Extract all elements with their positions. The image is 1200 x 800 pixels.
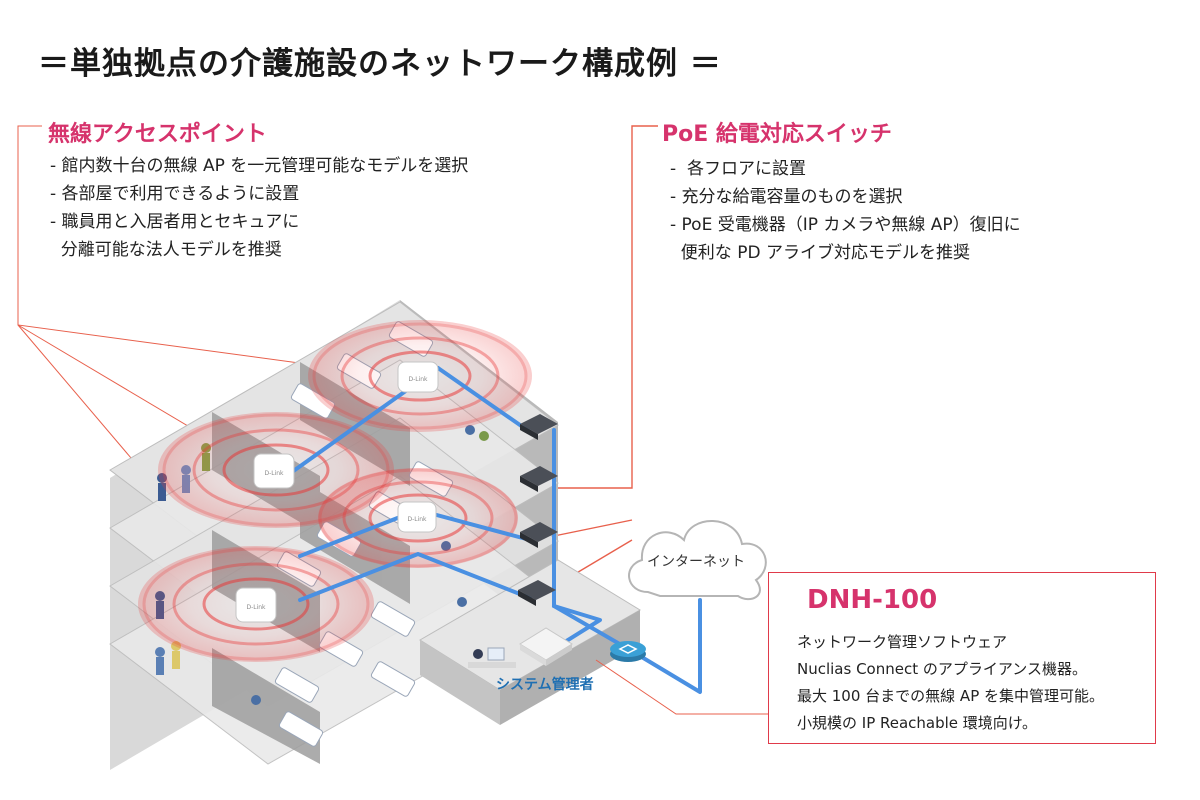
wireless-ap-bullet: - 館内数十台の無線 AP を一元管理可能なモデルを選択 — [50, 156, 469, 176]
cloud-shape — [628, 520, 767, 601]
wifi-ring — [222, 443, 330, 497]
poe-switch-bullet: - 充分な給電容量のものを選択 — [670, 187, 903, 207]
wifi-ring — [142, 547, 370, 661]
poe-switch — [520, 466, 558, 492]
dnh-100-line: 小規模の IP Reachable 環境向け。 — [797, 714, 1038, 732]
access-point: D-Link — [253, 453, 295, 489]
access-point-brand: D-Link — [407, 516, 427, 523]
wireless-ap-bullets: - 館内数十台の無線 AP を一元管理可能なモデルを選択 - 各部屋で利用できる… — [50, 152, 468, 264]
access-point: D-Link — [397, 361, 439, 393]
wireless-ap-heading: 無線アクセスポイント — [48, 122, 267, 147]
poe-switch-bullet: 便利な PD アライブ対応モデルを推奨 — [670, 243, 970, 263]
person — [155, 647, 165, 657]
poe-switch-bullet: - 各フロアに設置 — [670, 159, 806, 179]
desk — [468, 662, 516, 668]
wifi-ring — [162, 413, 390, 527]
monitor — [487, 647, 505, 661]
poe-switch — [518, 580, 556, 606]
poe-switch-top — [520, 522, 558, 542]
dnh-100-title: DNH-100 — [807, 585, 938, 615]
wifi-ring — [318, 468, 518, 568]
bed — [370, 661, 416, 697]
poe-switch — [520, 522, 558, 548]
admin-label: システム管理者 — [496, 677, 594, 693]
poe-switches — [518, 414, 558, 606]
wireless-ap-bullet: - 職員用と入居者用とセキュアに — [50, 212, 300, 232]
annex-front — [420, 640, 500, 725]
internet-cloud — [628, 520, 767, 601]
access-point-brand: D-Link — [264, 470, 284, 477]
access-point-body — [235, 587, 277, 623]
poe-switch-heading: PoE 給電対応スイッチ — [662, 122, 892, 147]
poe-switch-front — [518, 590, 536, 606]
dnh-100-front — [520, 644, 546, 666]
annex-side — [500, 610, 640, 725]
wifi-ring — [202, 577, 310, 631]
internet-label: インターネット — [647, 554, 745, 570]
admin-workstation — [468, 647, 516, 668]
access-point-body — [397, 501, 437, 533]
person — [251, 695, 261, 705]
access-point-brand: D-Link — [408, 376, 428, 383]
router — [610, 641, 646, 662]
poe-switch-bullet: - PoE 受電機器（IP カメラや無線 AP）復旧に — [670, 215, 1021, 235]
poe-switch-front — [520, 532, 538, 548]
person — [172, 651, 180, 669]
person — [465, 425, 475, 435]
wireless-ap-bullet: - 各部屋で利用できるように設置 — [50, 184, 300, 204]
router-top — [610, 641, 646, 657]
dnh-100-line: 最大 100 台までの無線 AP を集中管理可能。 — [797, 687, 1105, 705]
wifi-ring — [368, 493, 468, 543]
wifi-ring — [192, 428, 360, 512]
access-point-body — [397, 361, 439, 393]
access-point-brand: D-Link — [246, 604, 266, 611]
access-point: D-Link — [397, 501, 437, 533]
poe-callout-line — [553, 519, 633, 537]
bed — [274, 667, 320, 703]
wifi-ring — [172, 562, 340, 646]
access-point-body — [253, 453, 295, 489]
dnh-100-line: ネットワーク管理ソフトウェア — [797, 633, 1008, 651]
person — [479, 431, 489, 441]
access-point: D-Link — [235, 587, 277, 623]
dnh-callout-line — [595, 659, 768, 715]
poe-switch-front — [520, 424, 538, 440]
person — [473, 649, 483, 659]
person — [158, 483, 166, 501]
wifi-ring — [340, 336, 500, 416]
ap-callout-line — [17, 125, 411, 379]
poe-switch-front — [520, 476, 538, 492]
wifi-ring — [368, 350, 472, 402]
wireless-ap-bullet: 分離可能な法人モデルを推奨 — [50, 240, 282, 260]
person — [156, 657, 164, 675]
access-points: D-Link D-Link D-Link D-Link — [235, 361, 439, 623]
dnh-100-callout: DNH-100 ネットワーク管理ソフトウェア Nuclias Connect の… — [768, 572, 1156, 744]
cable — [550, 604, 602, 652]
dnh-100-appliance — [519, 627, 573, 666]
page-title: ＝単独拠点の介護施設のネットワーク構成例 ＝ — [38, 46, 722, 82]
router-icon — [618, 644, 638, 654]
bed — [278, 711, 324, 747]
poe-switch-bullets: - 各フロアに設置 - 充分な給電容量のものを選択 - PoE 受電機器（IP … — [670, 155, 1021, 267]
poe-switch-top — [520, 414, 558, 434]
dnh-100-line: Nuclias Connect のアプライアンス機器。 — [797, 660, 1087, 678]
poe-switch — [520, 414, 558, 440]
bed — [370, 601, 416, 637]
cable — [552, 598, 702, 694]
poe-switch-top — [520, 466, 558, 486]
person — [457, 597, 467, 607]
dnh-100-description: ネットワーク管理ソフトウェア Nuclias Connect のアプライアンス機… — [797, 629, 1104, 737]
poe-switch-top — [518, 580, 556, 600]
poe-callout-lines — [547, 125, 658, 591]
poe-callout-line — [548, 125, 658, 489]
cable — [298, 552, 532, 602]
dnh-100-side — [546, 644, 572, 666]
wifi-ring — [312, 322, 528, 430]
